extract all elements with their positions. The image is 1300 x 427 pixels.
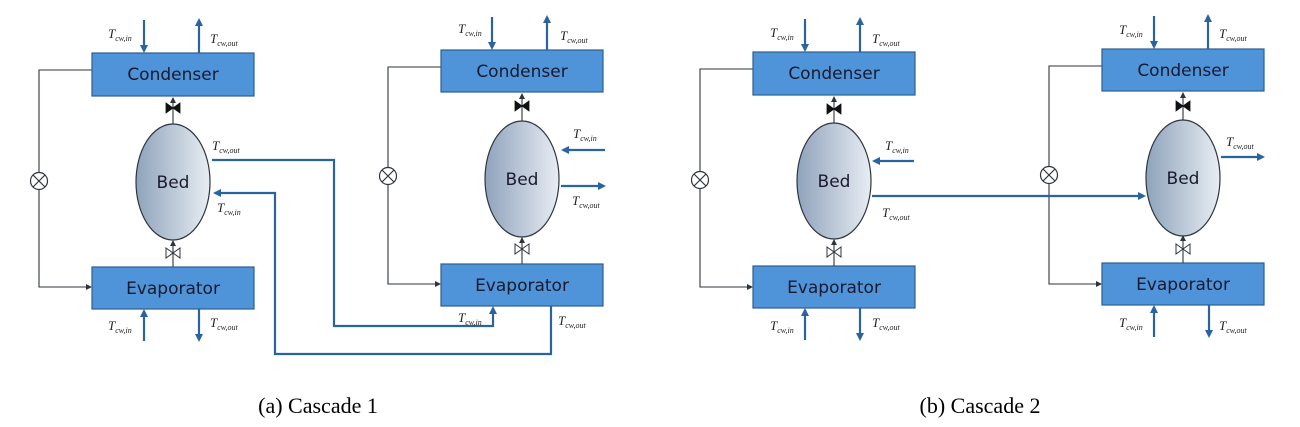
evaporator-box: [752, 265, 916, 309]
condenser-label: Condenser: [1137, 61, 1228, 81]
bed-label: Bed: [506, 170, 539, 190]
t-cw-out-label: Tcw,out: [872, 315, 901, 332]
evaporator-box: [440, 263, 604, 307]
t-cw-out-label: Tcw,out: [1219, 318, 1248, 335]
expansion-valve-icon: [29, 171, 49, 191]
t-cw-in-label: Tcw,in: [217, 200, 241, 217]
t-cw-out-label: Tcw,out: [1219, 26, 1248, 43]
t-cw-in-label: Tcw,in: [1119, 315, 1143, 332]
panel-b-unit-1: Condenser Evaporator Bed: [690, 17, 916, 341]
evaporator-label: Evaporator: [126, 279, 220, 299]
t-cw-out-label: Tcw,out: [1226, 134, 1255, 151]
t-cw-out-label: Tcw,out: [210, 31, 239, 48]
t-cw-in-label: Tcw,in: [885, 138, 909, 155]
t-cw-in-label: Tcw,in: [770, 25, 794, 42]
check-valve-open-icon: [165, 247, 181, 259]
t-cw-out-label: Tcw,out: [872, 31, 901, 48]
condenser-label: Condenser: [127, 65, 218, 85]
panel-b-unit-2: Condenser Evaporator Bed: [1039, 14, 1265, 338]
adsorption-bed: [135, 123, 211, 241]
check-valve-closed-icon: [1175, 100, 1191, 112]
expansion-valve-icon: [1039, 165, 1059, 185]
expansion-valve-icon: [690, 170, 710, 190]
check-valve-open-icon: [514, 243, 530, 255]
t-cw-out-label: Tcw,out: [882, 205, 911, 222]
condenser-label: Condenser: [788, 64, 879, 84]
adsorption-bed: [1145, 119, 1221, 237]
adsorption-bed: [796, 122, 872, 240]
evaporator-label: Evaporator: [1136, 275, 1230, 295]
refrigerant-line: [38, 69, 92, 172]
t-cw-out-label: Tcw,out: [558, 313, 587, 330]
refrigerant-line: [1048, 65, 1102, 166]
t-cw-in-label: Tcw,in: [458, 310, 482, 327]
check-valve-closed-icon: [826, 103, 842, 115]
condenser-box: [752, 51, 916, 96]
check-valve-open-icon: [1175, 243, 1191, 255]
t-cw-in-label: Tcw,in: [458, 21, 482, 38]
refrigerant-line: [387, 185, 441, 287]
t-cw-in-label: Tcw,in: [573, 126, 597, 143]
interconnect-evaporator-to-bed: [213, 189, 553, 356]
t-cw-out-label: Tcw,out: [210, 315, 239, 332]
refrigerant-line: [1048, 184, 1102, 287]
expansion-valve-icon: [378, 166, 398, 186]
panel-a-unit-2: Condenser Evaporator Bed: [378, 15, 606, 307]
bed-label: Bed: [157, 173, 190, 193]
interconnect-bed-to-evaporator: [212, 158, 497, 328]
check-valve-closed-icon: [165, 102, 181, 114]
condenser-box: [1101, 48, 1265, 92]
caption-panel-a: (a) Cascade 1: [258, 393, 378, 418]
evaporator-label: Evaporator: [475, 276, 569, 296]
bed-label: Bed: [1167, 169, 1200, 189]
refrigerant-line: [387, 66, 441, 167]
condenser-label: Condenser: [476, 62, 567, 82]
bed-label: Bed: [818, 172, 851, 192]
panel-a-unit-1: Condenser Evaporator Bed: [29, 18, 255, 342]
t-cw-in-label: Tcw,in: [770, 318, 794, 335]
evaporator-label: Evaporator: [787, 278, 881, 298]
t-cw-in-label: Tcw,in: [108, 318, 132, 335]
refrigerant-line: [699, 189, 753, 290]
refrigerant-line: [38, 190, 92, 290]
adsorption-bed: [484, 120, 560, 238]
check-valve-closed-icon: [514, 100, 530, 112]
check-valve-open-icon: [826, 246, 842, 258]
t-cw-out-label: Tcw,out: [560, 28, 589, 45]
condenser-box: [91, 52, 255, 97]
condenser-box: [440, 49, 604, 93]
t-cw-in-label: Tcw,in: [108, 26, 132, 43]
refrigerant-line: [699, 68, 753, 171]
caption-panel-b: (b) Cascade 2: [920, 393, 1041, 418]
t-cw-in-label: Tcw,in: [1119, 22, 1143, 39]
t-cw-out-label: Tcw,out: [212, 138, 241, 155]
t-cw-out-label: Tcw,out: [572, 193, 601, 210]
